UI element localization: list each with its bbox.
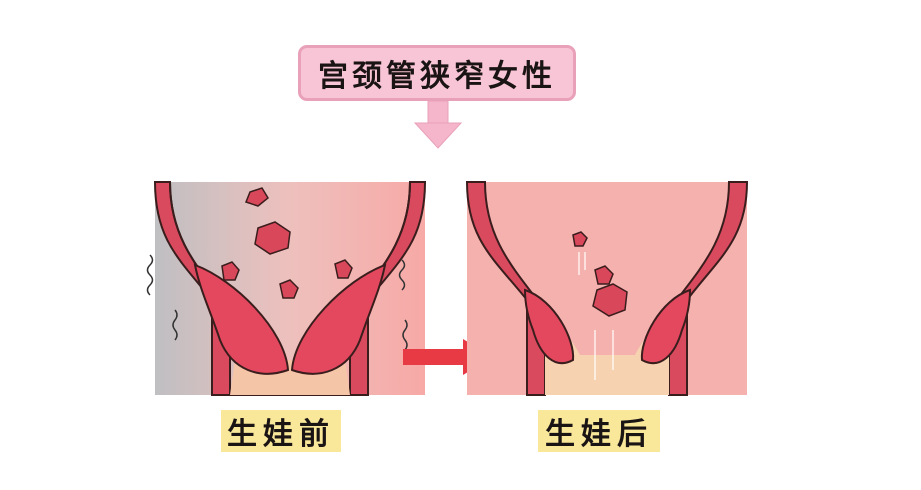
label-after: 生娃后 (538, 410, 660, 452)
title-banner: 宫颈管狭窄女性 (298, 45, 576, 101)
cervix-after-illustration (465, 181, 749, 396)
label-before: 生娃前 (221, 410, 341, 452)
down-arrow-icon (413, 101, 463, 149)
title-text: 宫颈管狭窄女性 (318, 59, 556, 94)
label-after-text: 生娃后 (545, 417, 653, 452)
label-before-text: 生娃前 (227, 417, 335, 452)
cervix-before-illustration (146, 181, 427, 396)
